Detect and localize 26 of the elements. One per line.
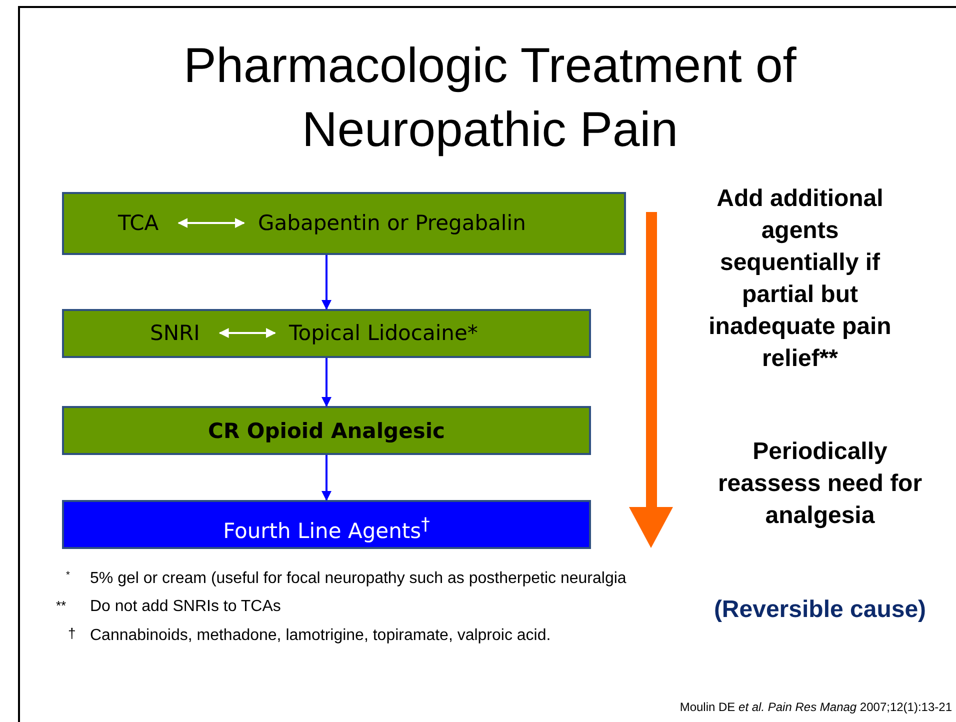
side-note: Periodically reassess need for analgesia [716, 437, 924, 531]
footnote-mark: * [66, 570, 70, 582]
slide-title: Pharmacologic Treatment of Neuropathic Pain [182, 38, 798, 159]
step-label: Fourth Line Agents$^{†}$ [222, 514, 431, 544]
arrow [218, 328, 276, 338]
arrow [322, 455, 332, 501]
footnote: Do not add SNRIs to TCAs [90, 597, 281, 616]
arrow [322, 255, 332, 310]
arrow [322, 358, 332, 407]
drug-label: TCA [118, 210, 159, 236]
footnote: Cannabinoids, methadone, lamotrigine, topiramate, valproic acid. [90, 626, 551, 645]
flow-box [62, 500, 591, 549]
flow-box [62, 192, 626, 255]
citation: Moulin DE et al. Pain Res Manag 2007;12(1):13-21 [678, 700, 952, 714]
side-note: (Reversible cause) [712, 595, 928, 625]
drug-label: Gabapentin or Pregabalin [258, 210, 526, 236]
drug-label: Topical Lidocaine* [289, 320, 478, 346]
arrow [178, 218, 245, 228]
footnote: 5% gel or cream (useful for focal neuropathy such as postherpetic neuralgia [90, 569, 626, 588]
step-label: CR Opioid Analgesic [207, 418, 446, 444]
drug-label: SNRI [150, 320, 200, 346]
flow-box [62, 309, 591, 358]
flow-box [62, 406, 591, 455]
side-note: Add additional agents sequentially if partial but inadequate pain relief** [708, 184, 892, 374]
footnote-mark: † [68, 625, 76, 642]
footnote-mark: ** [56, 598, 66, 614]
